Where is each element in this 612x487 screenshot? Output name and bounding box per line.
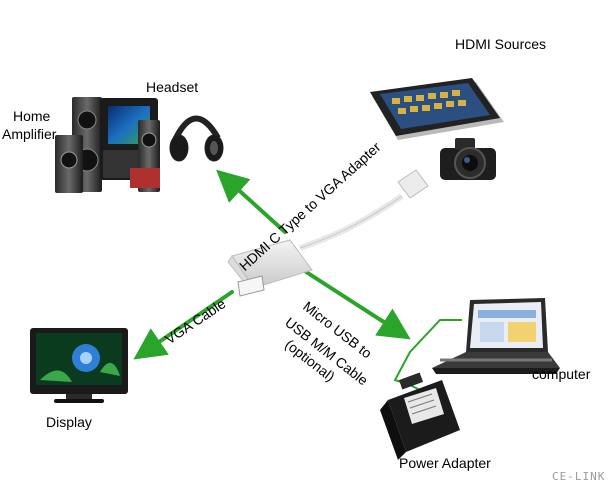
adapter-icon: [227, 169, 429, 297]
label-computer: computer: [532, 366, 591, 382]
label-display: Display: [46, 414, 92, 430]
home-amplifier-icon: [55, 97, 160, 193]
arrow-to-power-cable: [298, 266, 411, 340]
headset-icon: [169, 115, 224, 162]
camera-icon: [440, 138, 496, 180]
laptop-icon: [432, 298, 560, 374]
arrow-to-display: [133, 290, 234, 360]
label-hdmi-sources: HDMI Sources: [455, 36, 547, 52]
label-headset: Headset: [146, 79, 199, 95]
arrow-to-headset: [216, 169, 287, 234]
display-icon: [30, 328, 128, 403]
connection-arrows: [133, 169, 411, 360]
watermark: CE-LINK: [552, 470, 606, 483]
tablet-icon: [370, 78, 504, 140]
power-adapter-icon: [380, 372, 460, 460]
label-power-adapter: Power Adapter: [399, 455, 491, 471]
label-home-amplifier-1: Home: [13, 108, 51, 124]
label-home-amplifier-2: Amplifier: [2, 126, 57, 142]
